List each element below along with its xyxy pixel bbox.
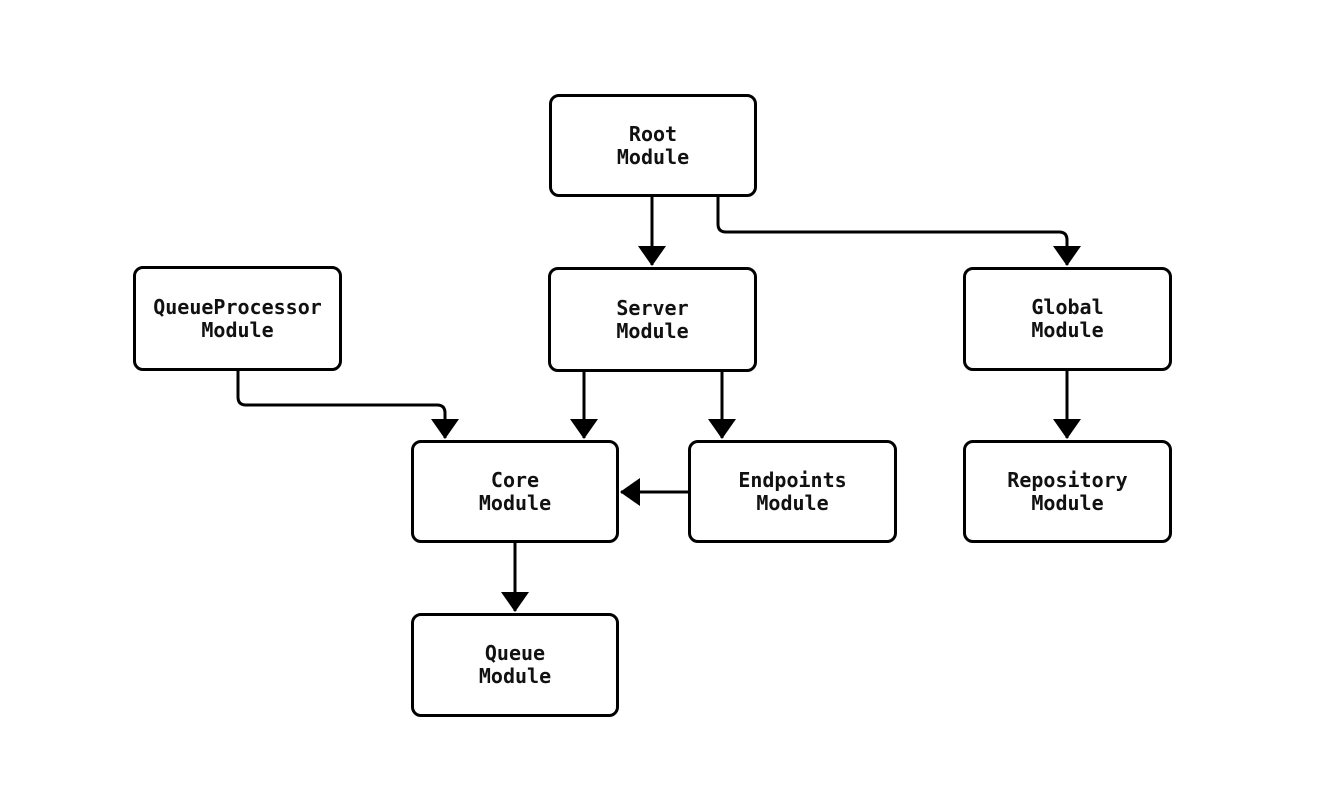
node-global-module: Global Module bbox=[963, 267, 1172, 371]
node-subtitle: Module bbox=[478, 490, 552, 515]
node-subtitle: Module bbox=[201, 317, 274, 342]
node-title: Queue bbox=[484, 641, 546, 665]
node-endpoints-module: Endpoints Module bbox=[688, 440, 897, 543]
node-title: QueueProcessor bbox=[153, 294, 322, 319]
node-subtitle: Module bbox=[1031, 318, 1104, 342]
node-core-module: Core Module bbox=[411, 440, 619, 543]
node-subtitle: Module bbox=[616, 318, 689, 343]
node-label: Endpoints Module bbox=[738, 467, 847, 515]
node-label: Root Module bbox=[616, 121, 690, 169]
edge-root-to-global bbox=[716, 197, 1081, 266]
node-server-module: Server Module bbox=[548, 267, 757, 372]
node-subtitle: Module bbox=[616, 144, 690, 169]
node-label: Global Module bbox=[1031, 296, 1103, 342]
node-subtitle: Module bbox=[1031, 490, 1104, 515]
node-root-module: Root Module bbox=[549, 94, 757, 197]
node-title: Root bbox=[628, 121, 678, 146]
node-subtitle: Module bbox=[478, 664, 552, 688]
node-subtitle: Module bbox=[756, 490, 829, 515]
node-queue-module: Queue Module bbox=[411, 613, 619, 717]
node-queueprocessor-module: QueueProcessor Module bbox=[133, 266, 342, 371]
node-label: Server Module bbox=[616, 295, 689, 343]
node-label: Queue Module bbox=[479, 642, 551, 688]
node-label: Repository Module bbox=[1007, 467, 1128, 515]
node-title: Repository bbox=[1007, 467, 1128, 492]
node-title: Global bbox=[1031, 295, 1104, 319]
node-repository-module: Repository Module bbox=[963, 440, 1172, 543]
node-title: Endpoints bbox=[738, 467, 847, 492]
node-title: Core bbox=[490, 467, 540, 492]
node-title: Server bbox=[616, 295, 689, 320]
edge-queueprocessor-to-core bbox=[236, 371, 459, 439]
node-label: Core Module bbox=[478, 467, 552, 515]
node-label: QueueProcessor Module bbox=[153, 294, 322, 342]
